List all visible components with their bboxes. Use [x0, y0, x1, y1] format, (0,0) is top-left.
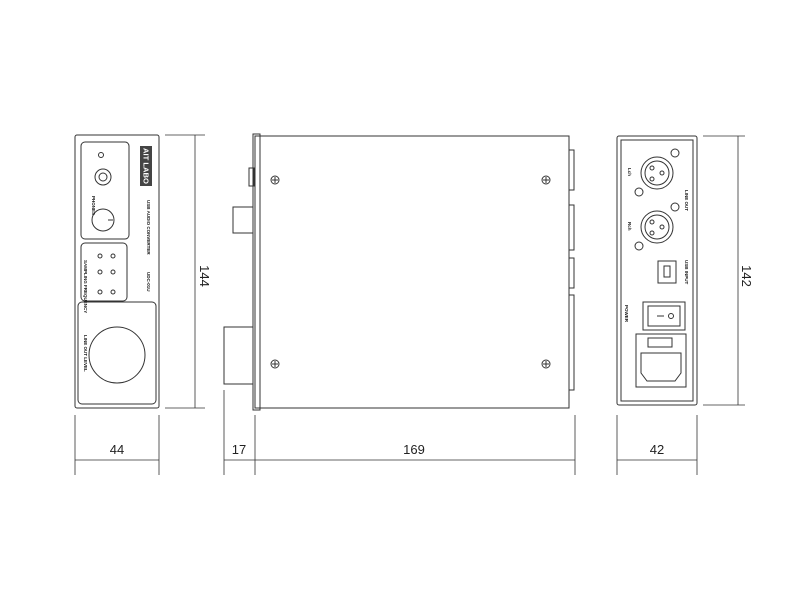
phones-jack-inner [98, 172, 108, 182]
rear-view: Lch Rch LINE OUT USB INPUT POWER [616, 135, 698, 406]
screw-icon [541, 175, 551, 185]
product-name: USB AUDIO CONVERTER [146, 200, 151, 255]
level-knob [88, 326, 146, 384]
iec-socket [640, 352, 682, 382]
dim-rear-height: 142 [739, 265, 754, 287]
rear-connector [568, 149, 575, 191]
dim-front-height: 144 [197, 265, 212, 287]
fuse-holder [647, 337, 673, 348]
dim-knob-depth: 17 [232, 442, 246, 457]
side-jack [248, 167, 255, 187]
xlr-rch-connector [634, 202, 680, 251]
usb-port-inner [663, 265, 671, 278]
dim-front-width: 44 [110, 442, 124, 457]
rear-panel [616, 135, 698, 406]
side-level-knob [223, 326, 254, 385]
phones-section [80, 141, 130, 240]
brand-name: AIT LABO [142, 148, 149, 185]
model-name: UDC-01U [146, 272, 151, 292]
level-label: LINE OUT LEVEL [83, 335, 88, 372]
power-label: POWER [624, 305, 629, 323]
side-volume-knob [232, 206, 254, 234]
phones-jack [94, 168, 112, 186]
rear-connector [568, 294, 575, 391]
front-panel [74, 134, 160, 409]
usb-port [657, 260, 677, 284]
front-flange [252, 133, 261, 411]
rear-inner [620, 139, 694, 402]
power-switch [642, 301, 686, 331]
brand-logo [140, 146, 152, 186]
dimension-lines [74, 134, 745, 475]
sampling-leds [97, 253, 116, 295]
rear-connector [568, 257, 575, 289]
indicator-led [98, 152, 104, 158]
dim-body-depth: 169 [403, 442, 425, 457]
usb-input-label: USB INPUT [684, 260, 689, 285]
front-view: PHONES SAMPLING FREQUENCY LINE OUT LEVEL… [74, 134, 160, 409]
side-body [254, 135, 570, 409]
screw-icon [541, 359, 551, 369]
line-out-label: LINE OUT [684, 190, 689, 211]
power-rocker [647, 305, 681, 327]
screw-icon [270, 175, 280, 185]
volume-knob [91, 208, 115, 232]
phones-label: PHONES [91, 196, 96, 215]
lch-label: Lch [627, 168, 632, 176]
rear-connector [568, 204, 575, 251]
sampling-label: SAMPLING FREQUENCY [83, 260, 88, 313]
dim-rear-width: 42 [650, 442, 664, 457]
rch-label: Rch [627, 222, 632, 231]
level-section [77, 301, 157, 405]
screw-icon [270, 359, 280, 369]
side-view [223, 133, 575, 411]
sampling-section [80, 242, 128, 302]
power-inlet [635, 333, 687, 388]
xlr-lch-connector [634, 148, 680, 197]
